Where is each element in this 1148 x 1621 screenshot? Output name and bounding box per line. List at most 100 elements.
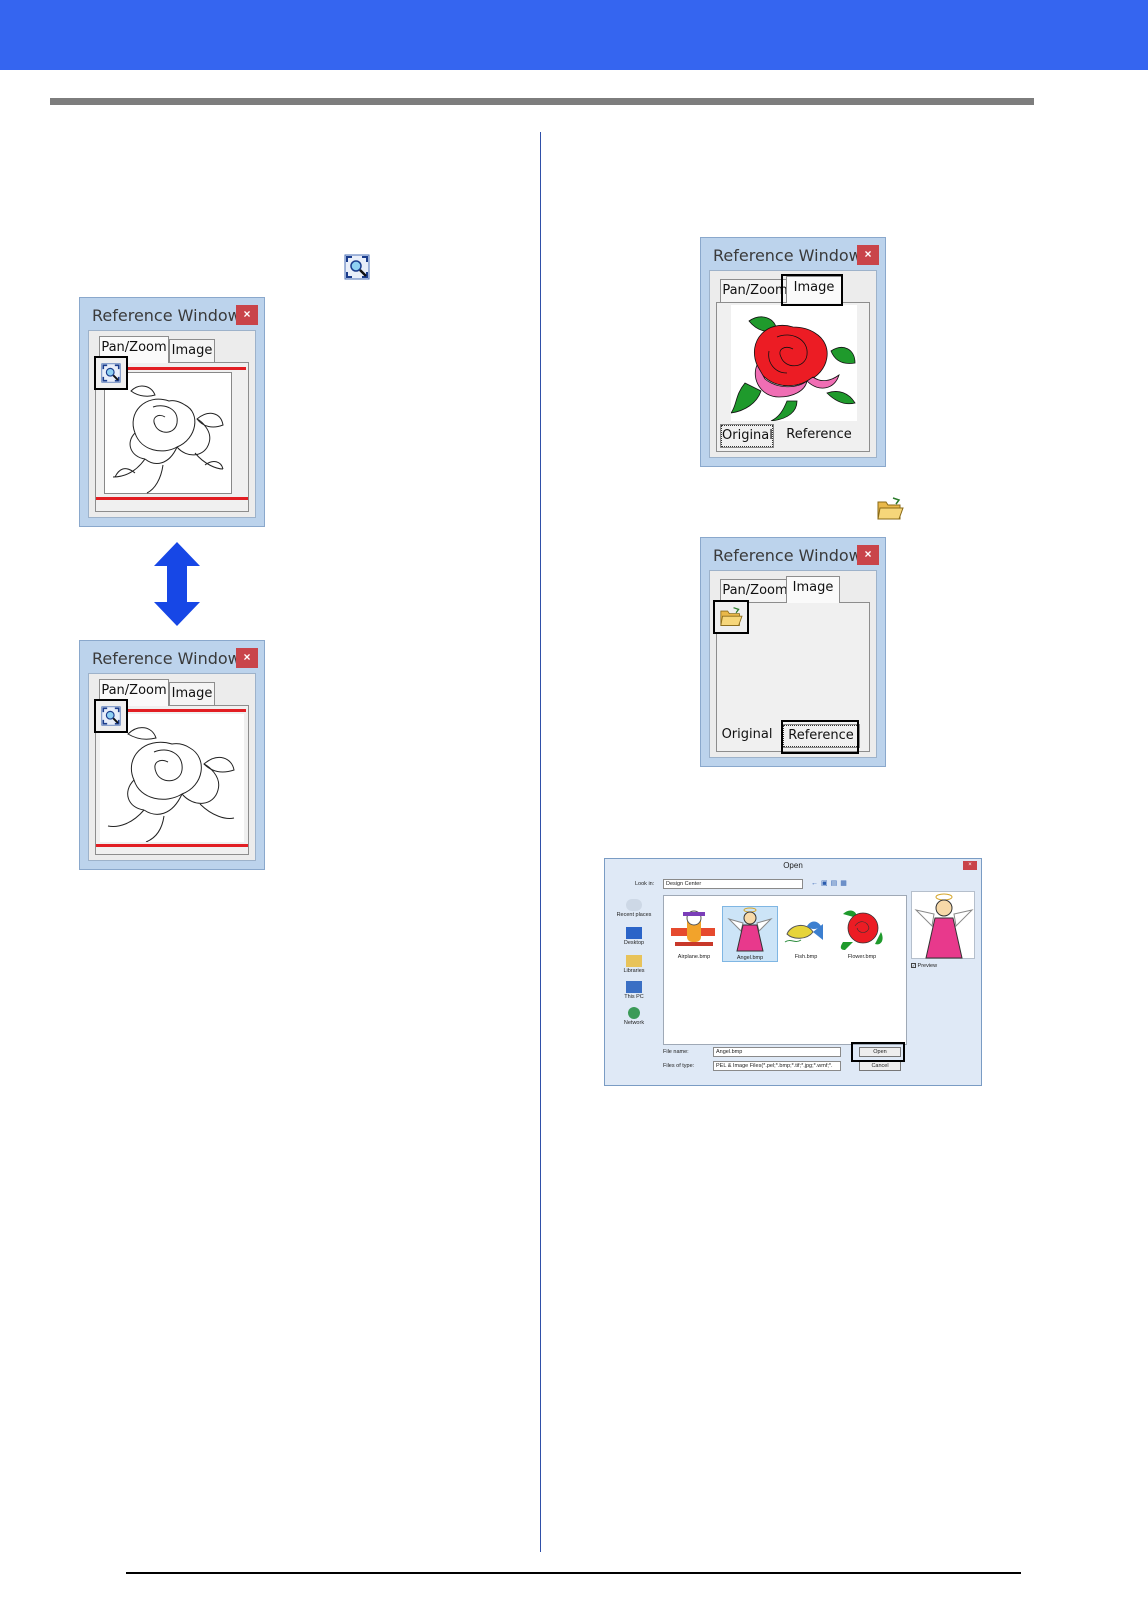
original-button[interactable]: Original: [720, 424, 774, 448]
reference-window-image-reference: Reference Window × Pan/Zoom Image Origin…: [700, 537, 886, 767]
zoom-to-fit-icon: [344, 254, 370, 280]
place-desktop[interactable]: Desktop: [611, 927, 657, 946]
file-name-label: File name:: [663, 1049, 689, 1055]
file-type-label: Files of type:: [663, 1063, 695, 1069]
place-this-pc[interactable]: This PC: [611, 981, 657, 1000]
look-in-value: Design Center: [666, 881, 702, 887]
window-title: Reference Window: [92, 306, 241, 325]
preview-panel: [911, 891, 975, 959]
reference-button[interactable]: Reference: [786, 427, 852, 442]
flower-thumbnail: [837, 906, 887, 952]
tab-pan-zoom[interactable]: Pan/Zoom: [99, 336, 169, 363]
place-libraries[interactable]: Libraries: [611, 955, 657, 974]
tab-image[interactable]: Image: [786, 576, 840, 603]
tab-image[interactable]: Image: [786, 276, 842, 303]
close-button[interactable]: ×: [236, 648, 258, 668]
place-label: Desktop: [623, 940, 645, 946]
tab-image[interactable]: Image: [169, 682, 215, 706]
file-name: Airplane.bmp: [677, 954, 711, 960]
tab-image[interactable]: Image: [169, 339, 215, 363]
reference-button-highlight: [781, 720, 859, 754]
header-band: [0, 0, 1148, 70]
reference-window-panzoom-2: Reference Window × Pan/Zoom Image: [79, 640, 265, 870]
window-title: Reference Window: [713, 546, 862, 565]
file-type-select[interactable]: PEL & Image Files(*.pel;*.bmp;*.tif;*.jp…: [713, 1061, 841, 1071]
open-button[interactable]: Open: [859, 1047, 901, 1057]
file-name-value: Angel.bmp: [716, 1049, 743, 1055]
file-name: Flower.bmp: [847, 954, 877, 960]
window-title: Reference Window: [713, 246, 862, 265]
original-button[interactable]: Original: [721, 727, 773, 742]
file-name: Angel.bmp: [736, 955, 764, 961]
view-frame-bottom: [96, 844, 248, 847]
reference-window-panzoom-1: Reference Window × Pan/Zoom Image: [79, 297, 265, 527]
reference-window-image-original: Reference Window × Pan/Zoom Image: [700, 237, 886, 467]
window-panel: Pan/Zoom Image Original Reference: [709, 570, 877, 758]
back-icon[interactable]: ←: [811, 880, 821, 887]
image-tab-highlight: [781, 274, 843, 306]
cancel-button[interactable]: Cancel: [859, 1061, 901, 1071]
airplane-thumbnail: [669, 906, 719, 952]
place-network[interactable]: Network: [611, 1007, 657, 1026]
look-in-select[interactable]: Design Center: [663, 879, 803, 889]
place-label: Network: [623, 1020, 645, 1026]
place-label: Libraries: [623, 968, 645, 974]
network-icon: [628, 1007, 640, 1019]
recent-places-icon: [626, 899, 642, 911]
angel-preview-image: [914, 893, 974, 959]
file-item-airplane[interactable]: Airplane.bmp: [666, 906, 722, 960]
file-name-input[interactable]: Angel.bmp: [713, 1047, 841, 1057]
preview-label: Preview: [917, 963, 938, 969]
place-recent[interactable]: Recent places: [611, 899, 657, 918]
place-label: Recent places: [616, 912, 652, 918]
view-menu-icon[interactable]: ▦: [840, 880, 850, 887]
column-divider: [540, 132, 541, 1552]
checkbox-checked-icon: ✓: [911, 963, 916, 969]
close-button[interactable]: ×: [236, 305, 258, 325]
up-folder-icon[interactable]: ▣: [821, 880, 831, 887]
preview-checkbox[interactable]: ✓ Preview: [911, 963, 975, 969]
footer-rule: [126, 1572, 1021, 1574]
view-frame-top: [116, 367, 246, 370]
rose-outline-image: [112, 385, 224, 494]
header-rule: [50, 98, 1034, 105]
file-item-fish[interactable]: Fish.bmp: [778, 906, 834, 960]
open-button-highlight: [851, 1042, 905, 1062]
zoom-to-fit-button[interactable]: [94, 356, 128, 390]
dialog-toolbar[interactable]: ←▣▤▦: [811, 879, 863, 889]
this-pc-icon: [626, 981, 642, 993]
window-panel: Pan/Zoom Image: [709, 270, 877, 458]
file-item-flower[interactable]: Flower.bmp: [834, 906, 890, 960]
rose-outline-image: [107, 727, 235, 843]
double-arrow-icon: [152, 542, 202, 631]
tab-pan-zoom[interactable]: Pan/Zoom: [720, 279, 790, 303]
file-type-value: PEL & Image Files(*.pel;*.bmp;*.tif;*.jp…: [716, 1063, 833, 1069]
open-folder-icon: [720, 607, 743, 626]
view-area: [104, 372, 232, 494]
angel-thumbnail: [725, 907, 775, 953]
libraries-icon: [626, 955, 642, 967]
tab-pan-zoom[interactable]: Pan/Zoom: [99, 679, 169, 706]
new-folder-icon[interactable]: ▤: [830, 880, 841, 887]
view-area: [100, 714, 244, 843]
look-in-label: Look in:: [635, 881, 655, 887]
tab-body: Original Reference: [716, 302, 870, 452]
close-button[interactable]: ×: [857, 545, 879, 565]
desktop-icon: [626, 927, 642, 939]
dialog-title: Open: [783, 861, 803, 870]
view-frame-bottom: [96, 497, 248, 500]
open-dialog: Open × Look in: Design Center ←▣▤▦ Recen…: [604, 858, 982, 1086]
fish-thumbnail: [781, 906, 831, 952]
open-image-button[interactable]: [713, 600, 749, 634]
place-label: This PC: [624, 994, 644, 1000]
rose-color-image: [730, 305, 857, 422]
file-list: Airplane.bmp Angel.bmp: [663, 895, 907, 1045]
close-button[interactable]: ×: [857, 245, 879, 265]
view-frame-top: [126, 709, 246, 712]
tab-body: [95, 705, 249, 855]
file-item-angel[interactable]: Angel.bmp: [722, 906, 778, 962]
dialog-close-button[interactable]: ×: [963, 861, 977, 870]
zoom-to-fit-button[interactable]: [94, 699, 128, 733]
window-title: Reference Window: [92, 649, 241, 668]
file-name: Fish.bmp: [794, 954, 818, 960]
